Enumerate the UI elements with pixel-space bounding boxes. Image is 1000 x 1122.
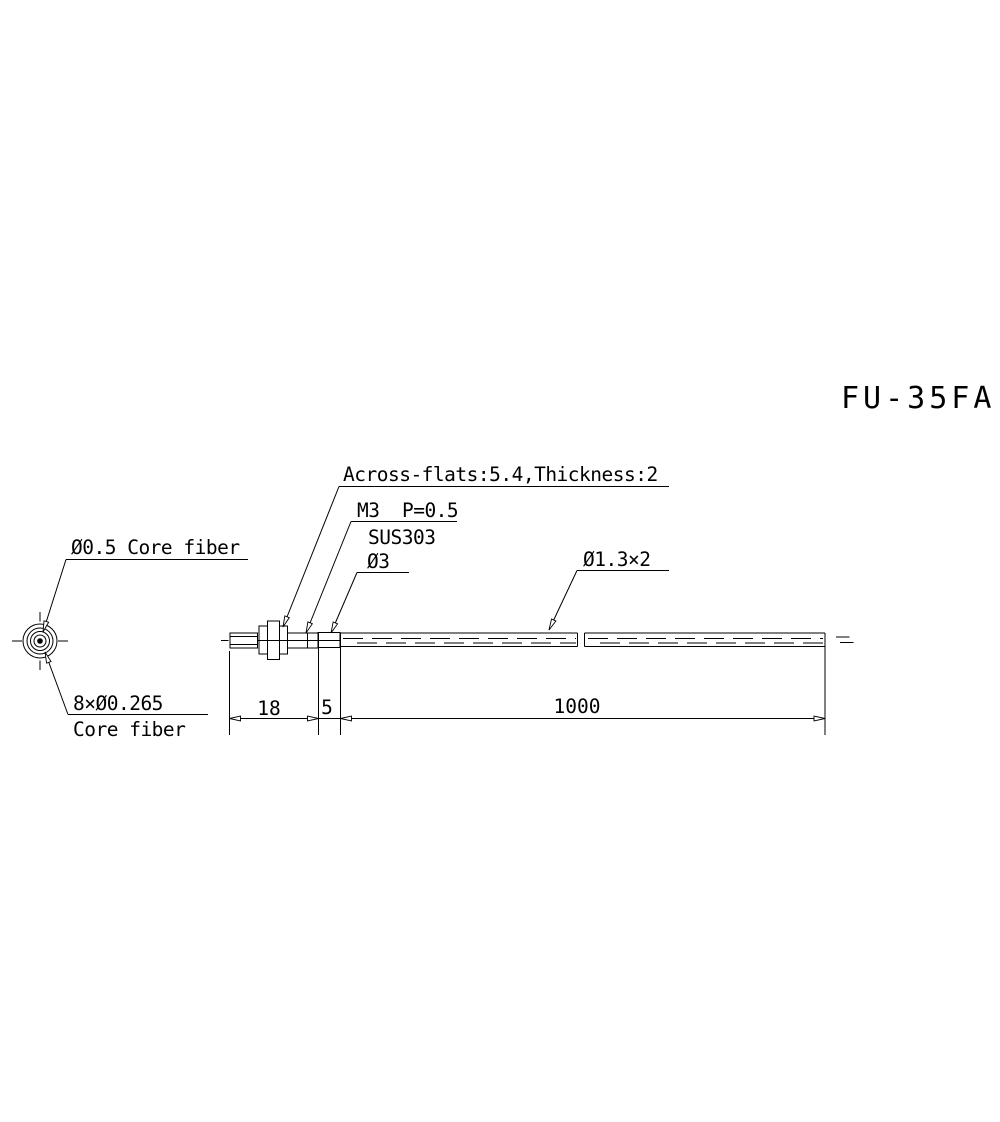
label-across-flats: Across-flats:5.4,Thickness:2 — [343, 463, 658, 486]
arrowhead — [44, 651, 52, 664]
model-title: FU-35FA — [841, 381, 995, 416]
label-core-fiber-bottom-1: 8×Ø0.265 — [73, 692, 163, 715]
arrowhead — [305, 621, 314, 634]
threaded-tip — [229, 632, 258, 649]
dimension-arrowheads — [229, 715, 826, 722]
dim-cable-length: 1000 — [554, 695, 601, 718]
threaded-body — [287, 632, 318, 649]
label-sleeve-diameter: Ø3 — [367, 550, 389, 573]
label-cable-diameter: Ø1.3×2 — [583, 548, 650, 571]
label-core-fiber-top: Ø0.5 Core fiber — [71, 536, 240, 559]
cable-segment-2 — [584, 632, 826, 647]
arrowhead — [813, 715, 826, 722]
thread-leader — [305, 521, 352, 634]
across-flats-leader — [282, 486, 340, 628]
arrowhead — [42, 620, 50, 633]
cable-segment-1 — [340, 632, 578, 647]
end-view-circle-3 — [30, 631, 50, 651]
label-material: SUS303 — [368, 526, 435, 549]
arrowhead — [340, 715, 352, 722]
end-view-centerline-ticks — [12, 612, 68, 670]
label-thread-spec: M3 P=0.5 — [357, 499, 458, 522]
end-view-outer-circle — [22, 623, 58, 659]
dim-thread-length: 18 — [257, 697, 280, 720]
callouts: Across-flats:5.4,Thickness:2 M3 P=0.5 SU… — [42, 463, 669, 741]
dimensions: 18 5 1000 — [229, 632, 826, 735]
arrowhead — [330, 621, 339, 634]
arrowhead — [307, 715, 319, 722]
leader-arrowheads — [42, 615, 557, 664]
core-top-leader — [42, 559, 67, 633]
end-view — [12, 612, 68, 670]
cable-continuation-mark — [836, 636, 854, 643]
cable-fiber-dashes — [343, 638, 823, 644]
arrowhead — [548, 618, 557, 631]
dim-sleeve-length: 5 — [321, 696, 333, 719]
side-view — [221, 620, 854, 660]
arrowhead — [282, 615, 290, 628]
arrowhead — [229, 715, 241, 722]
extension-lines — [229, 632, 826, 735]
end-view-core-dot — [37, 638, 43, 644]
end-view-circle-2 — [26, 627, 54, 655]
end-view-circle-4 — [33, 634, 47, 648]
label-core-fiber-bottom-2: Core fiber — [73, 718, 185, 741]
